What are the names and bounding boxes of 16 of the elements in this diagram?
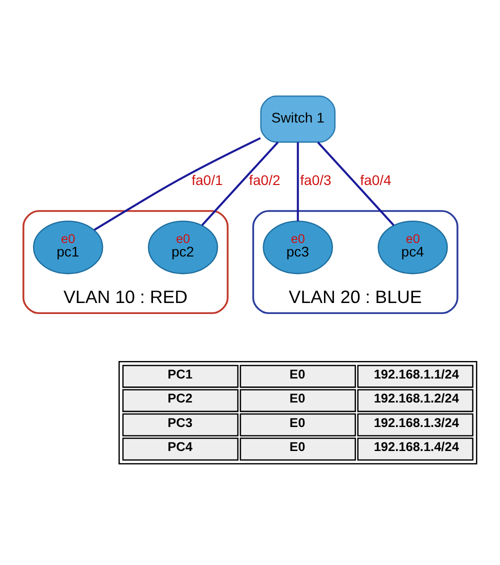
- label: E0: [290, 439, 306, 454]
- label: E0: [290, 414, 306, 430]
- edge-label: fa0/2: [249, 172, 280, 188]
- label: 192.168.1.1/24: [374, 366, 459, 382]
- label: 192.168.1.2/24: [374, 390, 459, 406]
- label: PC3: [168, 414, 192, 430]
- label: PC2: [168, 390, 192, 406]
- edge-label: fa0/3: [300, 172, 332, 188]
- label: E0: [290, 390, 306, 406]
- label: E0: [290, 366, 306, 382]
- label: PC4: [168, 439, 192, 454]
- label: PC1: [168, 366, 192, 382]
- edge-label: fa0/1: [192, 172, 223, 188]
- label: 192.168.1.3/24: [374, 414, 459, 430]
- label: 192.168.1.4/24: [374, 439, 459, 454]
- edge-label: fa0/4: [360, 172, 392, 188]
